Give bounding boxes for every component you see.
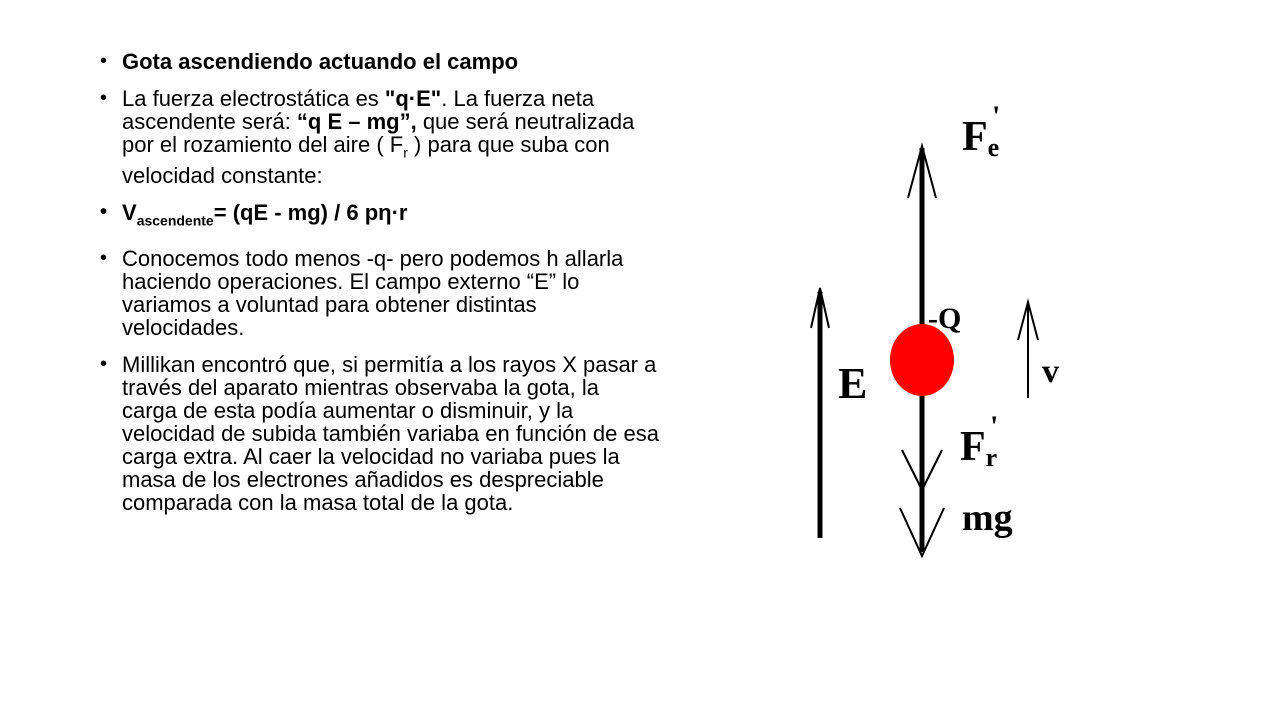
bullet-text: Conocemos todo menos -q- pero podemos h … (122, 245, 624, 340)
oil-drop (890, 324, 954, 396)
velocity-label: v (1042, 353, 1059, 390)
bullet-electrostatic-force: La fuerza electrostática es "q·E". La fu… (100, 87, 660, 187)
fe-label: Fe (962, 114, 999, 162)
subscript-r: r (403, 144, 408, 161)
formula-subscript: ascendente (136, 212, 214, 229)
fr-prime: ' (990, 410, 998, 443)
bullet-title: Gota ascendiendo actuando el campo (100, 50, 660, 73)
text-segment: ) para que suba con velocidad constante: (122, 132, 610, 189)
text-segment: que será neutralizada por el rozamiento … (122, 109, 635, 157)
net-force-expression: “q E – mg”, (296, 109, 417, 134)
bullet-list: Gota ascendiendo actuando el campo La fu… (100, 50, 660, 528)
velocity-arrow-head-icon (1017, 298, 1039, 341)
bullet-text: Millikan encontró que, si permitía a los… (122, 351, 659, 515)
bullet-title-text: Gota ascendiendo actuando el campo (122, 49, 519, 74)
charge-label: -Q (928, 302, 961, 335)
field-arrow-head-icon (810, 287, 830, 329)
upward-arrow-head-icon (907, 142, 937, 199)
formula-rest: = (qE - mg) / 6 pη·r (213, 200, 408, 226)
bullet-unknown-charge: Conocemos todo menos -q- pero podemos h … (100, 247, 660, 339)
text-segment: La fuerza electrostática es (122, 86, 385, 111)
downward-arrow-head-icon (899, 507, 945, 559)
weight-label: mg (962, 497, 1013, 539)
fe-prime: ' (992, 100, 1000, 133)
downward-arrow-head-icon (901, 449, 943, 493)
bullet-millikan-xrays: Millikan encontró que, si permitía a los… (100, 353, 660, 514)
text-segment: . La fuerza neta ascendente será: (122, 86, 595, 134)
force-diagram: Fe ' -Q E v Fr ' mg (810, 100, 1059, 559)
fr-label: Fr (960, 424, 997, 472)
qe-expression: "q·E" (384, 86, 442, 111)
field-label: E (838, 359, 867, 408)
formula-v: V (122, 200, 137, 226)
bullet-velocity-formula: Vascendente= (qE - mg) / 6 pη·r (100, 201, 660, 232)
